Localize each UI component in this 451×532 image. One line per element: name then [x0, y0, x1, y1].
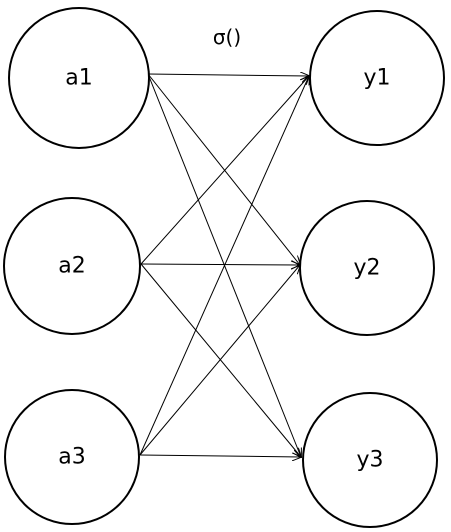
edge-a2-y1: [140, 76, 309, 265]
output-node-label: y1: [363, 66, 390, 91]
input-node-label: a2: [58, 254, 85, 279]
edge-a3-y3: [139, 455, 301, 457]
output-node-label: y2: [353, 256, 380, 281]
input-node-a1: a1: [8, 7, 150, 149]
output-node-y2: y2: [299, 200, 435, 336]
input-node-a3: a3: [4, 389, 140, 525]
input-node-label: a1: [65, 66, 92, 91]
edge-a1-y1: [147, 74, 309, 76]
edge-a2-y2: [140, 264, 300, 265]
output-node-y1: y1: [309, 10, 445, 146]
edge-a1-y2: [147, 73, 300, 265]
connection-edges: [139, 73, 309, 457]
output-node-label: y3: [356, 448, 383, 473]
edge-a3-y2: [139, 265, 300, 456]
input-node-a2: a2: [3, 197, 141, 335]
input-node-label: a3: [58, 445, 85, 470]
output-node-y3: y3: [302, 392, 438, 528]
edge-a3-y1: [139, 76, 309, 456]
edge-a2-y3: [140, 263, 301, 457]
activation-function-label: σ(): [213, 25, 241, 49]
